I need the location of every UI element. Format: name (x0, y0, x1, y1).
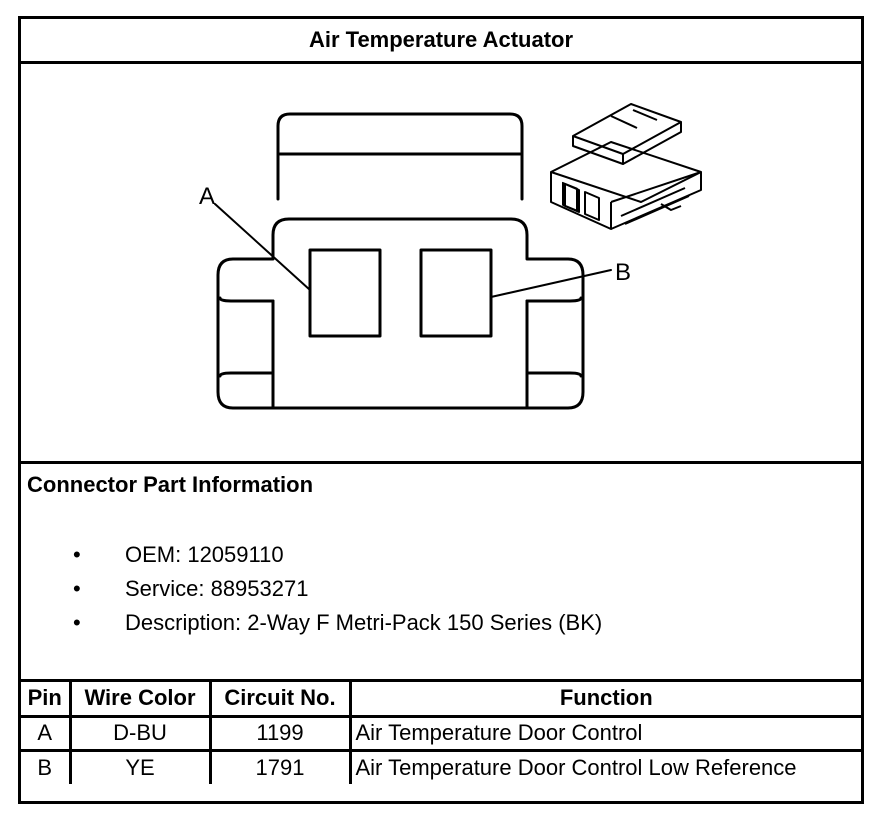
list-item: • Service: 88953271 (73, 572, 602, 606)
leader-line-b (490, 269, 612, 298)
leader-line-a (214, 203, 311, 291)
cell-wire-color: YE (68, 748, 212, 784)
left-flange-bottom (218, 371, 275, 378)
bullet: • (73, 610, 81, 635)
connector-description: Description: 2-Way F Metri-Pack 150 Seri… (125, 610, 603, 635)
cell-function: Air Temperature Door Control Low Referen… (348, 748, 861, 784)
pin-label-b: B (615, 259, 631, 286)
table-row: B YE 1791 Air Temperature Door Control L… (21, 748, 861, 784)
pin-label-a: A (199, 183, 215, 210)
bullet: • (73, 576, 81, 601)
cell-function: Air Temperature Door Control (348, 714, 861, 752)
left-flange (218, 296, 275, 303)
connector-diagram: A B (21, 64, 861, 464)
cell-wire-color: D-BU (68, 714, 212, 752)
pin-table: Pin Wire Color Circuit No. Function A D-… (21, 682, 861, 784)
connector-isometric-icon (550, 103, 702, 230)
connector-info-list: • OEM: 12059110 • Service: 88953271 • De… (73, 538, 602, 640)
connector-info-heading: Connector Part Information (27, 472, 314, 497)
service-part-number: Service: 88953271 (125, 576, 309, 601)
cell-circuit-no: 1791 (208, 748, 352, 784)
cell-pin: B (21, 748, 72, 784)
cell-pin: A (21, 714, 72, 752)
list-item: • OEM: 12059110 (73, 538, 602, 572)
header-circuit-no: Circuit No. (208, 682, 352, 718)
table-row: A D-BU 1199 Air Temperature Door Control (21, 714, 861, 752)
connector-face-drawing: A B (199, 103, 702, 410)
bullet: • (73, 542, 81, 567)
header-wire-color: Wire Color (68, 682, 212, 718)
connector-body (216, 217, 585, 410)
right-flange (525, 296, 583, 303)
cavity-b (419, 248, 493, 338)
latch-housing (276, 112, 524, 201)
connector-part-information: Connector Part Information • OEM: 120591… (21, 464, 861, 682)
cell-circuit-no: 1199 (208, 714, 352, 752)
oem-part-number: OEM: 12059110 (125, 542, 284, 567)
header-pin: Pin (21, 682, 72, 718)
list-item: • Description: 2-Way F Metri-Pack 150 Se… (73, 606, 602, 640)
table-header-row: Pin Wire Color Circuit No. Function (21, 682, 861, 718)
page-title: Air Temperature Actuator (21, 19, 861, 64)
connector-sheet: Air Temperature Actuator (18, 16, 864, 804)
header-function: Function (348, 682, 861, 718)
cavity-a (308, 248, 382, 338)
right-flange-bottom (525, 371, 583, 378)
